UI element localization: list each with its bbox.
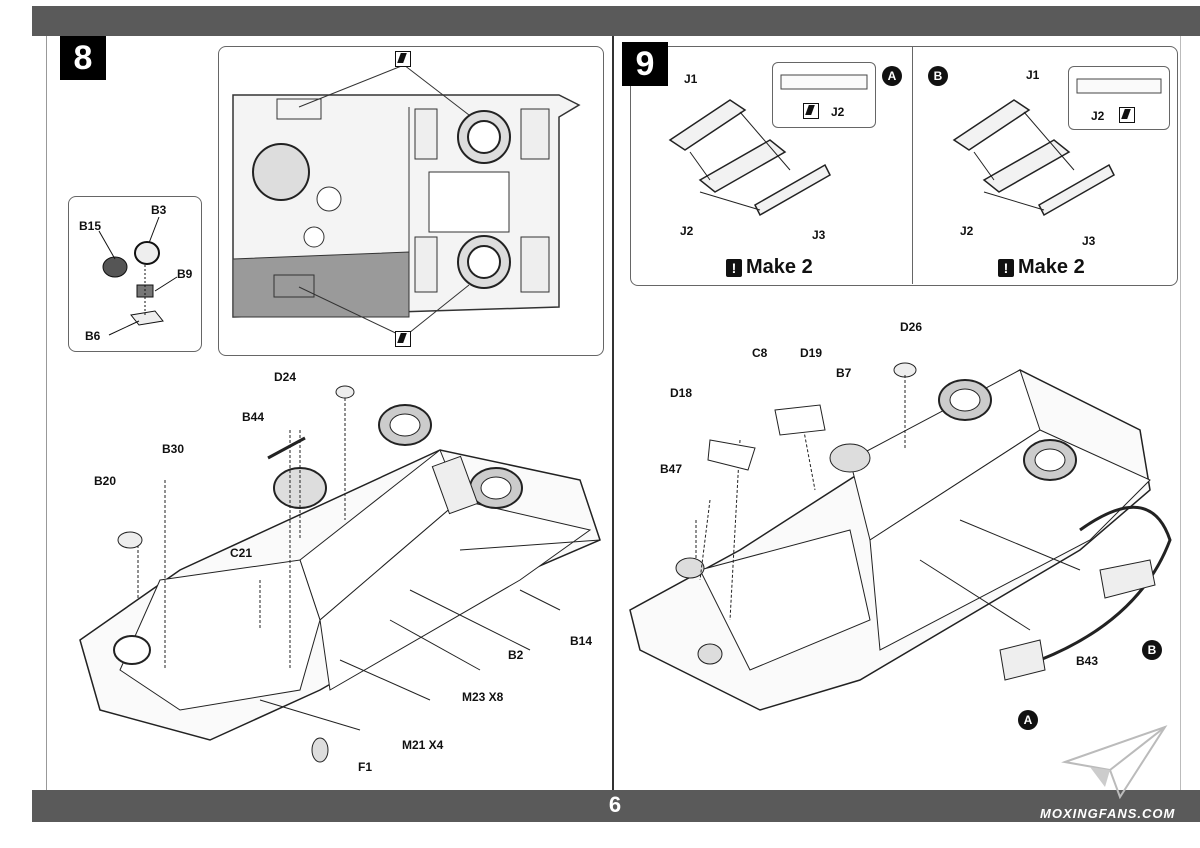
top-band	[32, 6, 1200, 36]
part-label-b44: B44	[242, 410, 265, 424]
part-label-f1: F1	[358, 760, 373, 774]
variant-b-badge: B	[928, 66, 948, 86]
part-label-b20: B20	[94, 474, 117, 488]
part-label-m23: M23 X8	[462, 690, 504, 704]
inset-label-j2-a: J2	[831, 105, 845, 119]
variant-a-badge: A	[882, 66, 902, 86]
inset-label-j2-b: J2	[1091, 109, 1105, 123]
part-label-j2-a: J2	[680, 224, 694, 238]
part-label-b15: B15	[79, 219, 102, 233]
part-label-m21: M21 X4	[402, 738, 444, 752]
part-label-j1-a: J1	[684, 72, 698, 86]
part-label-j2-b: J2	[960, 224, 974, 238]
part-label-b3: B3	[151, 203, 167, 217]
part-label-b43: B43	[1076, 654, 1099, 668]
exclamation-icon: !	[998, 258, 1014, 277]
hull-top-view-panel	[218, 46, 604, 356]
hull-assembly-drawing-step9	[629, 362, 1172, 711]
step-8-number: 8	[60, 36, 106, 80]
part-label-b9: B9	[177, 267, 193, 281]
part-label-c8: C8	[752, 346, 768, 360]
commander-hatch-inset: B15 B3 B9 B6	[68, 196, 202, 352]
part-label-j3-b: J3	[1082, 234, 1096, 248]
part-label-j1-b: J1	[1026, 68, 1040, 82]
hull-top-view-drawing	[232, 64, 581, 338]
paint-brush-icon	[395, 51, 411, 67]
track-link-outline	[1076, 78, 1162, 94]
paint-brush-icon	[803, 103, 819, 119]
variant-b-callout: B	[1142, 640, 1162, 660]
page-divider	[612, 36, 614, 790]
part-label-b47: B47	[660, 462, 683, 476]
part-label-b2: B2	[508, 648, 524, 662]
make-two-note-b: ! Make 2	[998, 256, 1085, 279]
part-label-j3-a: J3	[812, 228, 826, 242]
hatch-parts-drawing	[98, 216, 178, 336]
watermark-text: MOXINGFANS.COM	[1040, 806, 1176, 821]
page-number: 6	[608, 792, 622, 817]
track-link-outline	[780, 74, 868, 90]
right-margin-line	[1180, 36, 1181, 790]
track-link-set-a-drawing	[668, 99, 831, 217]
paint-brush-icon	[1119, 107, 1135, 123]
variant-divider	[912, 46, 913, 284]
part-label-d24: D24	[274, 370, 297, 384]
paint-brush-icon	[395, 331, 411, 347]
track-j2-inset-b: J2	[1068, 66, 1170, 130]
part-label-b14: B14	[570, 634, 593, 648]
left-margin-line	[46, 36, 47, 790]
bottom-band	[32, 790, 1200, 822]
track-link-set-b-drawing	[952, 99, 1115, 217]
make-two-text-b: Make 2	[1018, 256, 1085, 278]
part-label-b6: B6	[85, 329, 101, 343]
part-label-b30: B30	[162, 442, 185, 456]
part-label-d18: D18	[670, 386, 693, 400]
part-label-d26: D26	[900, 320, 923, 334]
part-label-b7: B7	[836, 366, 852, 380]
step-9-number: 9	[622, 42, 668, 86]
track-j2-inset-a: J2	[772, 62, 876, 128]
exclamation-icon: !	[726, 258, 742, 277]
make-two-text-a: Make 2	[746, 256, 813, 278]
hull-assembly-drawing-step8	[79, 385, 601, 763]
make-two-note-a: ! Make 2	[726, 256, 813, 279]
part-label-c21: C21	[230, 546, 253, 560]
part-label-d19: D19	[800, 346, 823, 360]
variant-a-callout: A	[1018, 710, 1038, 730]
paper-plane-logo	[1061, 725, 1168, 800]
